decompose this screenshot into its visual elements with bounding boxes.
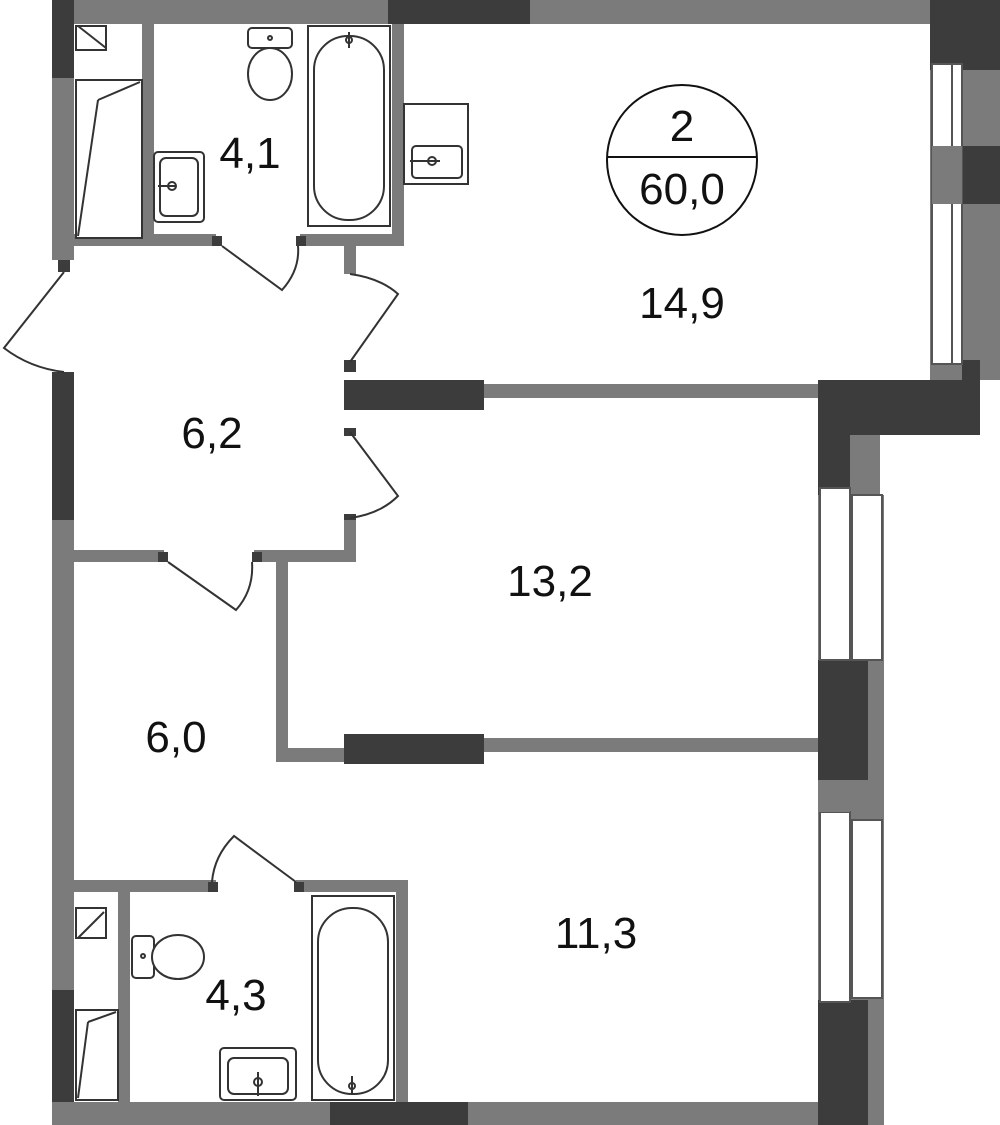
door-bedroom-middle — [349, 431, 400, 519]
area-hall: 6,2 — [181, 409, 242, 458]
toilet-bowl-bottom — [151, 934, 205, 980]
room-labels: 4,1 14,9 6,2 13,2 6,0 11,3 4,3 — [145, 129, 724, 1020]
washing-machine — [75, 25, 107, 51]
cabinet-left — [75, 79, 143, 239]
toilet-bowl — [247, 47, 293, 101]
area-bathroom-top: 4,1 — [219, 129, 280, 178]
fixtures-bathroom-bottom — [75, 895, 395, 1101]
area-bathroom-bottom: 4,3 — [205, 971, 266, 1020]
area-corridor: 6,0 — [145, 713, 206, 762]
door-bathroom-top — [221, 245, 300, 292]
door-living-room — [349, 273, 400, 363]
total-area: 60,0 — [639, 165, 725, 214]
area-bedroom-bottom: 11,3 — [555, 909, 637, 958]
fixtures-bathroom-top — [75, 25, 469, 239]
washing-machine-bottom — [75, 907, 107, 939]
badge-circle — [606, 84, 758, 236]
toilet-tank — [247, 27, 293, 49]
doors — [2, 245, 400, 883]
rooms-count: 2 — [670, 102, 694, 151]
interior-walls — [74, 24, 818, 1102]
area-living-room: 14,9 — [639, 279, 725, 328]
cabinet-bottom — [75, 1009, 119, 1101]
windows — [818, 63, 963, 1003]
door-corridor — [167, 561, 254, 612]
area-bedroom-middle: 13,2 — [507, 557, 593, 606]
door-bathroom-bottom — [211, 834, 297, 883]
apartment-badge: 2 60,0 — [606, 84, 758, 236]
door-entrance — [2, 271, 65, 373]
